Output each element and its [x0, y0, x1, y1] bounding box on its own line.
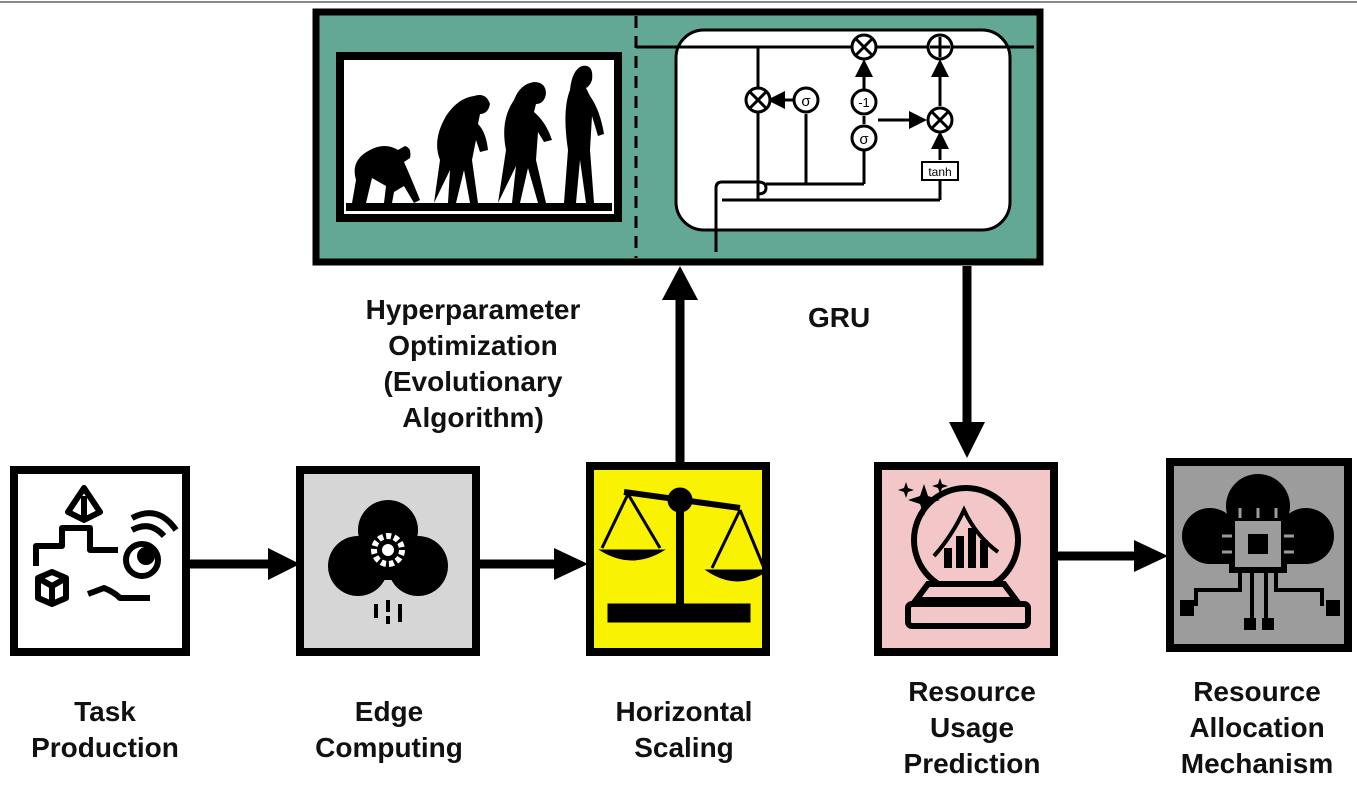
- gru-ops: [744, 33, 959, 181]
- resource-allocation-box: [1166, 458, 1352, 652]
- sigma-op-update: [850, 124, 878, 152]
- resource-usage-prediction-box: [874, 462, 1058, 656]
- sigma-label-update: σ: [859, 131, 869, 148]
- gru-label: GRU: [808, 302, 871, 333]
- edge-computing-label: Edge Computing: [315, 696, 463, 763]
- horizontal-scaling-label: Horizontal Scaling: [615, 696, 753, 763]
- iot-shapes-icon: [33, 485, 179, 607]
- sigma-op-reset: [792, 86, 820, 114]
- sigma-label-reset: σ: [801, 93, 811, 110]
- tanh-op: [921, 161, 959, 181]
- edge-computing-box: [296, 466, 480, 656]
- human-evolution-icon: [336, 52, 622, 222]
- task-production-label: Task Production: [31, 696, 179, 763]
- gru-cell-diagram: [636, 28, 1034, 252]
- resource-usage-prediction-label: Resource Usage Prediction: [903, 676, 1041, 779]
- balance-scale-icon: [598, 487, 770, 623]
- flow-arrows: [190, 266, 1168, 580]
- minus-one-op: [850, 88, 878, 116]
- hyperparameter-label: Hyperparameter Optimization (Evolutionar…: [365, 294, 581, 433]
- task-production-box: [10, 466, 190, 656]
- cloud-gear-icon: [328, 500, 448, 624]
- model-panel: σ -1 σ tanh: [312, 8, 1044, 266]
- crystal-ball-chart-icon: [898, 478, 1031, 629]
- tanh-label: tanh: [928, 165, 951, 179]
- horizontal-scaling-box: [586, 462, 770, 656]
- resource-allocation-label: Resource Allocation Mechanism: [1180, 676, 1334, 779]
- minus-one-label: -1: [858, 95, 870, 110]
- cloud-chip-icon: [1180, 474, 1340, 630]
